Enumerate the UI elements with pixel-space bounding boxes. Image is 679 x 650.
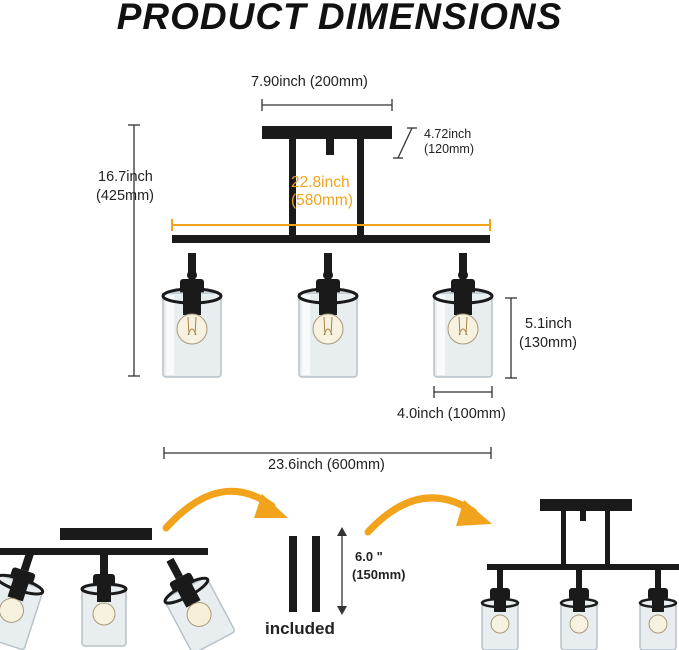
dimension-lines bbox=[128, 99, 517, 612]
fixture-adjusted bbox=[0, 528, 235, 650]
page-title: PRODUCT DIMENSIONS bbox=[116, 0, 563, 37]
rod-length-in-label: 6.0 " bbox=[355, 549, 383, 564]
canopy-depth-in-label: 4.72inch bbox=[424, 127, 472, 141]
arrow-right-icon bbox=[364, 494, 492, 536]
shade-height-in-label: 5.1inch bbox=[525, 316, 572, 332]
lamp-center bbox=[297, 251, 359, 379]
extension-rods bbox=[289, 536, 320, 612]
rods-included-label: included bbox=[265, 619, 335, 638]
canopy-plate bbox=[262, 126, 392, 139]
total-height-mm-label: (425mm) bbox=[96, 188, 155, 204]
rod-length-mm-label: (150mm) bbox=[352, 567, 406, 582]
bar-length-in-label: 22.8inch bbox=[291, 174, 350, 191]
main-fixture bbox=[161, 126, 494, 379]
bar-length-mm-label: (580mm) bbox=[291, 192, 354, 209]
fixture-extended bbox=[480, 499, 679, 650]
bar-length-line bbox=[171, 219, 491, 231]
lamp-right bbox=[432, 251, 494, 379]
rod-right bbox=[357, 139, 364, 235]
arrow-left-icon bbox=[162, 487, 288, 532]
shade-diameter-label: 4.0inch (100mm) bbox=[397, 406, 506, 422]
lamp-left bbox=[161, 251, 223, 379]
total-length-label: 23.6inch (600mm) bbox=[268, 457, 385, 473]
total-height-in-label: 16.7inch bbox=[98, 169, 153, 185]
canopy-width-label: 7.90inch (200mm) bbox=[251, 74, 368, 90]
main-bar bbox=[172, 235, 490, 243]
shade-height-mm-label: (130mm) bbox=[519, 335, 578, 351]
canopy-depth-mm-label: (120mm) bbox=[424, 142, 475, 156]
rod-left bbox=[289, 139, 296, 235]
